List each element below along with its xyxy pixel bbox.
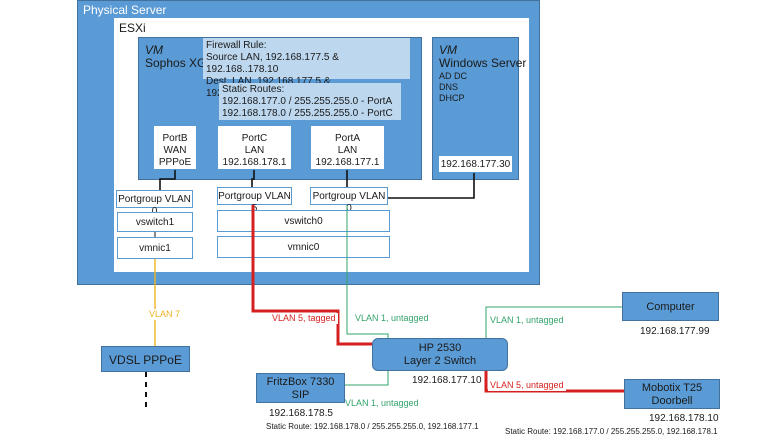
static-routes-title: Static Routes: — [222, 84, 285, 95]
static-route-1: 192.168.177.0 / 255.255.255.0 - PortA — [222, 96, 393, 107]
fritzbox-box: FritzBox 7330 SIP — [256, 373, 345, 403]
vlan1-esx-label: VLAN 1, untagged — [353, 313, 431, 324]
vlan5-untagged-link — [484, 371, 624, 393]
windows-role-dhcp: DHCP — [439, 93, 465, 103]
windows-name: Windows Server — [439, 56, 527, 70]
vlan5-tagged-link — [251, 205, 372, 346]
static-route-2: 192.168.178.0 / 255.255.255.0 - PortC — [222, 108, 393, 119]
port-a-ip: 192.168.177.1 — [315, 157, 380, 168]
switch-model: HP 2530 — [418, 342, 462, 354]
fritzbox-service: SIP — [291, 389, 310, 401]
sophos-vm-label: VM — [145, 43, 163, 57]
physical-server-title: Physical Server — [83, 3, 167, 17]
doorbell-box: Mobotix T25 Doorbell — [624, 379, 720, 409]
port-b-role: WAN — [163, 145, 187, 156]
doorbell-route: Static Route: 192.168.177.0 / 255.255.25… — [505, 427, 718, 436]
switch-type: Layer 2 Switch — [403, 355, 477, 367]
switch-ip: 192.168.177.10 — [412, 375, 482, 386]
port-c-box: PortC LAN 192.168.178.1 — [217, 125, 292, 170]
firewall-rule-title: Firewall Rule: — [206, 40, 267, 51]
port-a-box: PortA LAN 192.168.177.1 — [310, 125, 385, 170]
vdsl-label: VDSL PPPoE — [109, 353, 182, 367]
port-b-name: PortB — [162, 133, 188, 144]
portgroup-vlan0-right-label: Portgroup VLAN 0 — [312, 191, 386, 214]
windows-ip-box: 192.168.177.30 — [438, 155, 513, 173]
vswitch0-label: vswitch0 — [284, 216, 323, 227]
vlan1-esx-link — [346, 205, 389, 340]
portgroup-vlan0-left: Portgroup VLAN 0 — [116, 190, 193, 217]
port-c-name: PortC — [241, 133, 268, 144]
fritzbox-route: Static Route: 192.168.178.0 / 255.255.25… — [266, 422, 479, 431]
vmnic1-label: vmnic1 — [139, 243, 171, 254]
firewall-rule-line1: Source LAN, 192.168.177.5 & 192.168..178… — [206, 52, 339, 75]
windows-role-dns: DNS — [439, 82, 459, 92]
port-b-mode: PPPoE — [158, 157, 192, 168]
vswitch1-label: vswitch1 — [135, 217, 175, 228]
vlan7-label: VLAN 7 — [147, 309, 183, 320]
static-routes-box: Static Routes: 192.168.177.0 / 255.255.2… — [219, 83, 401, 120]
esxi-title: ESXi — [119, 21, 146, 35]
doorbell-ip: 192.168.178.10 — [649, 413, 719, 424]
vlan5-untagged-label: VLAN 5, untagged — [488, 380, 566, 391]
port-a-role: LAN — [337, 145, 358, 156]
computer-box: Computer — [622, 292, 719, 321]
windows-roles: AD DC DNS DHCP — [439, 71, 467, 104]
port-c-ip: 192.168.178.1 — [222, 157, 287, 168]
windows-role-ad: AD DC — [439, 71, 468, 81]
vmnic0-label: vmnic0 — [287, 242, 320, 253]
windows-ip: 192.168.177.30 — [440, 159, 511, 170]
vlan5-tagged-label: VLAN 5, tagged — [270, 313, 338, 324]
fritzbox-model: FritzBox 7330 — [266, 376, 335, 388]
port-c-role: LAN — [244, 145, 265, 156]
vlan1-computer-link — [485, 306, 622, 338]
windows-portgroup-link — [388, 173, 475, 199]
wan-port-link — [159, 170, 176, 190]
portgroup-vlan0-left-label: Portgroup VLAN 0 — [118, 194, 191, 217]
doorbell-type: Doorbell — [651, 395, 693, 407]
computer-label: Computer — [646, 301, 695, 313]
vmnic1-box: vmnic1 — [117, 237, 193, 259]
sophos-name: Sophos XG — [145, 56, 207, 70]
port-b-box: PortB WAN PPPoE — [153, 125, 197, 170]
portgroup-vlan0-right: Portgroup VLAN 0 — [310, 187, 388, 214]
port-a-name: PortA — [334, 133, 360, 144]
portc-portgroup-link — [251, 170, 255, 187]
doorbell-model: Mobotix T25 — [641, 382, 703, 394]
vdsl-box: VDSL PPPoE — [101, 346, 190, 372]
vlan1-computer-label: VLAN 1, untagged — [488, 315, 566, 326]
windows-vm-label: VM — [439, 43, 457, 57]
fritzbox-ip: 192.168.178.5 — [269, 408, 333, 419]
switch-box: HP 2530 Layer 2 Switch — [372, 338, 508, 371]
computer-ip: 192.168.177.99 — [640, 326, 710, 337]
vlan1-fritz-link — [345, 371, 389, 386]
vswitch1-box: vswitch1 — [117, 212, 193, 232]
vlan1-fritz-label: VLAN 1, untagged — [343, 398, 421, 409]
